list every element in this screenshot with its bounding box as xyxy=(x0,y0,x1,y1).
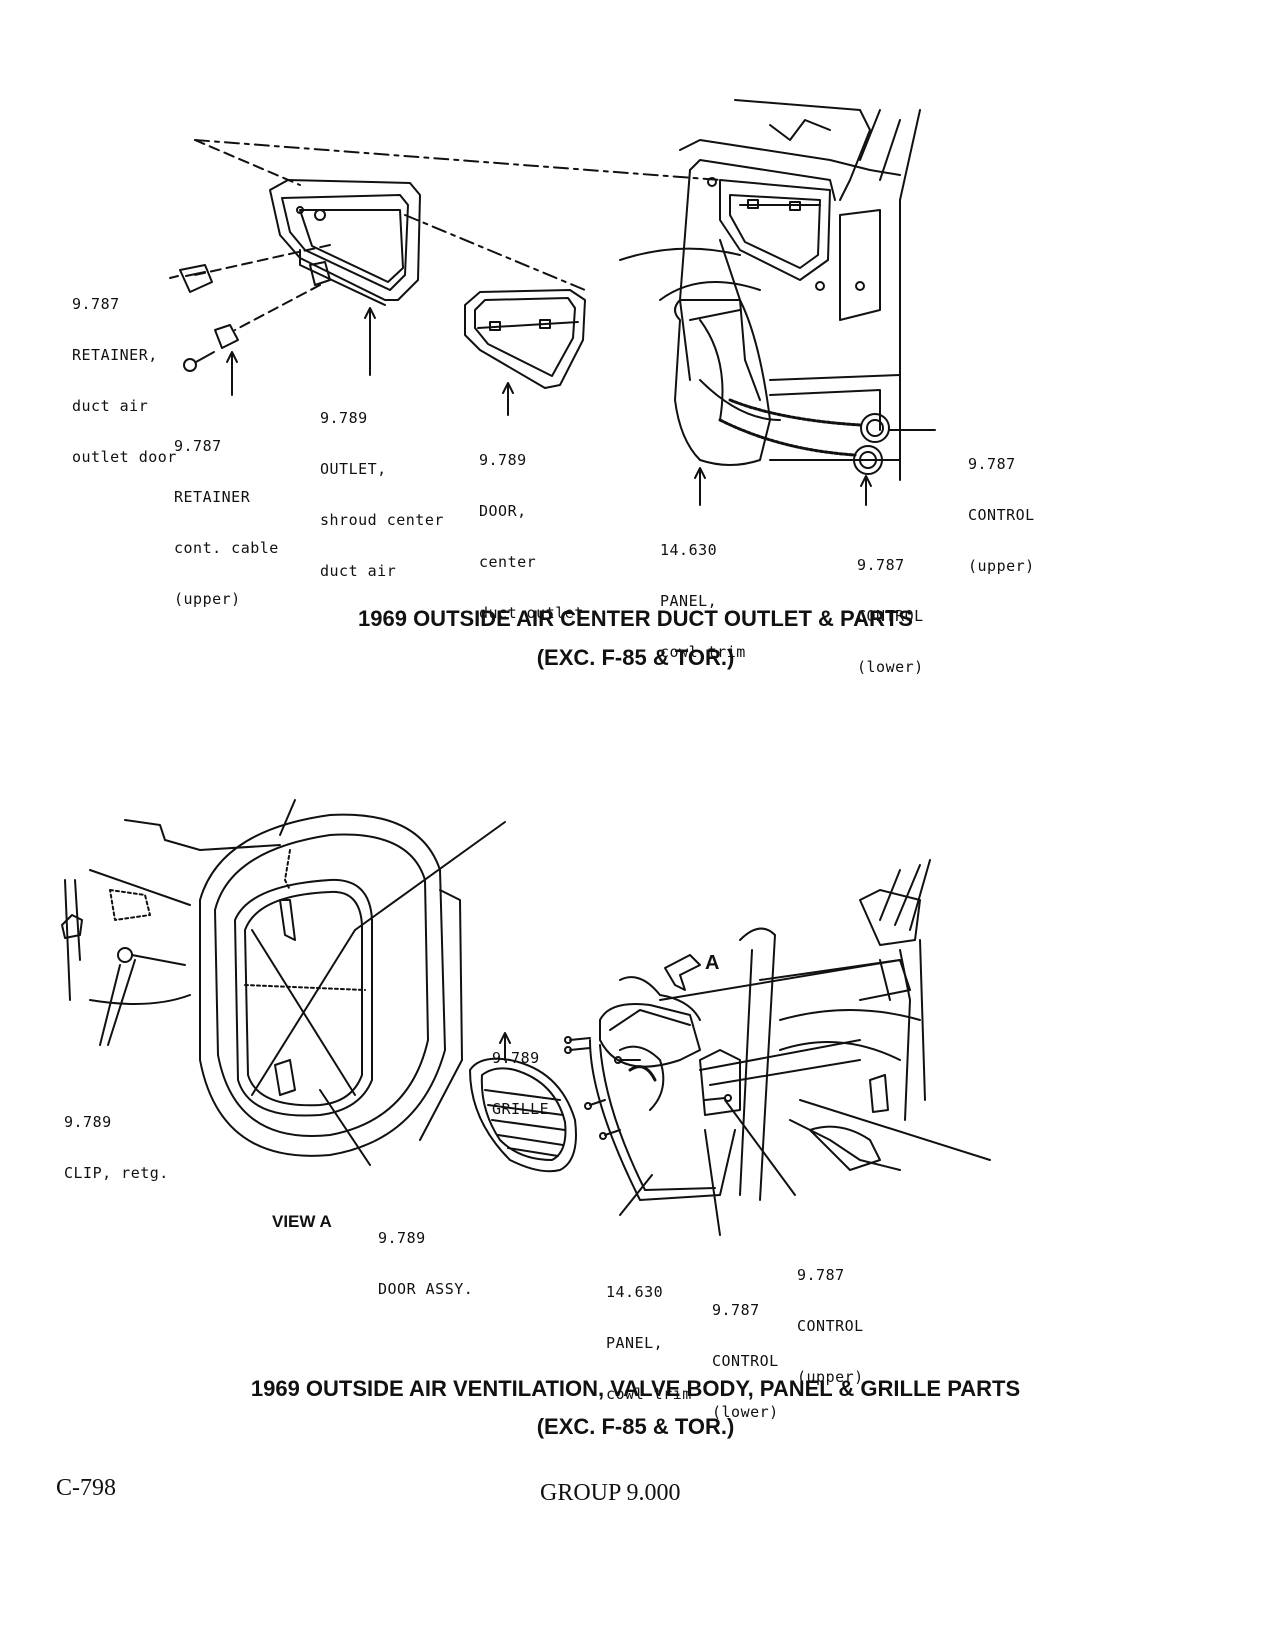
part-name: CONTROL xyxy=(712,1352,779,1370)
part-desc: shroud center xyxy=(320,511,444,529)
part-number: 9.789 xyxy=(320,409,368,427)
part-desc: (upper) xyxy=(968,557,1035,575)
label-panel-cowl-trim: 14.630 PANEL, cowl trim xyxy=(660,508,746,695)
part-name: PANEL, xyxy=(660,592,718,610)
part-desc: duct air xyxy=(72,397,149,415)
label-control-lower: 9.787 CONTROL (lower) xyxy=(712,1268,779,1455)
view-marker: A xyxy=(705,952,720,974)
part-desc: cont. cable xyxy=(174,539,279,557)
part-number: 9.787 xyxy=(968,455,1016,473)
part-desc: cowl trim xyxy=(660,643,746,661)
part-number: 9.787 xyxy=(72,295,120,313)
part-name: RETAINER, xyxy=(72,346,158,364)
part-number: 9.789 xyxy=(64,1113,112,1131)
diagram-1-title: 1969 OUTSIDE AIR CENTER DUCT OUTLET & PA… xyxy=(358,606,913,631)
label-control-upper: 9.787 CONTROL (upper) xyxy=(797,1233,864,1420)
group-number: GROUP 9.000 xyxy=(540,1480,681,1506)
part-name: CONTROL xyxy=(857,607,924,625)
label-grille: 9.789 GRILLE xyxy=(492,1016,549,1152)
label-retainer-cont-cable: 9.787 RETAINER cont. cable (upper) xyxy=(174,404,279,642)
part-name: DOOR, xyxy=(479,502,527,520)
label-panel-cowl-trim: 14.630 PANEL, cowl trim xyxy=(606,1250,692,1437)
cowl-interior-drawing xyxy=(619,99,936,506)
part-name: GRILLE xyxy=(492,1100,550,1118)
part-desc: (upper) xyxy=(797,1368,864,1386)
part-desc: (lower) xyxy=(857,658,924,676)
part-desc: (upper) xyxy=(174,590,241,608)
part-name: RETAINER xyxy=(174,488,251,506)
label-clip-retg: 9.789 CLIP, retg. xyxy=(64,1080,169,1216)
page-number: C-798 xyxy=(56,1475,116,1501)
part-name: PANEL, xyxy=(606,1334,664,1352)
label-retainer-duct-air-outlet-door: 9.787 RETAINER, duct air outlet door xyxy=(72,262,177,500)
label-door-center-duct-outlet: 9.789 DOOR, center duct outlet xyxy=(479,418,584,656)
part-number: 14.630 xyxy=(660,541,718,559)
view-a-door-assy-drawing xyxy=(61,799,506,1166)
label-control-lower: 9.787 CONTROL (lower) xyxy=(857,523,924,710)
label-door-assy: 9.789 DOOR ASSY. xyxy=(378,1196,473,1332)
part-number: 9.789 xyxy=(492,1049,540,1067)
diagram-1-subtitle: (EXC. F-85 & TOR.) xyxy=(536,645,735,670)
part-number: 9.787 xyxy=(712,1301,760,1319)
part-number: 9.789 xyxy=(479,451,527,469)
grille-drawing xyxy=(469,1032,577,1173)
exploded-duct-outlet-drawing xyxy=(169,139,721,416)
cowl-ventilation-drawing xyxy=(564,859,991,1236)
part-desc: cowl trim xyxy=(606,1385,692,1403)
part-name: CLIP, retg. xyxy=(64,1164,169,1182)
part-desc: duct outlet xyxy=(479,604,584,622)
part-desc: center xyxy=(479,553,537,571)
part-name: OUTLET, xyxy=(320,460,387,478)
diagram-2-subtitle: (EXC. F-85 & TOR.) xyxy=(536,1414,735,1439)
part-number: 9.787 xyxy=(857,556,905,574)
part-name: CONTROL xyxy=(797,1317,864,1335)
diagram-2-title: 1969 OUTSIDE AIR VENTILATION, VALVE BODY… xyxy=(250,1376,1021,1401)
part-desc: duct air xyxy=(320,562,397,580)
part-number: 9.787 xyxy=(174,437,222,455)
part-desc: outlet door xyxy=(72,448,177,466)
label-outlet-shroud-center-duct-air: 9.789 OUTLET, shroud center duct air xyxy=(320,376,444,614)
part-number: 9.789 xyxy=(378,1229,426,1247)
label-control-upper: 9.787 CONTROL (upper) xyxy=(968,422,1035,609)
part-number: 14.630 xyxy=(606,1283,664,1301)
part-desc: (lower) xyxy=(712,1403,779,1421)
view-a-label: VIEW A xyxy=(272,1212,332,1231)
part-name: DOOR ASSY. xyxy=(378,1280,474,1298)
part-name: CONTROL xyxy=(968,506,1035,524)
part-number: 9.787 xyxy=(797,1266,845,1284)
